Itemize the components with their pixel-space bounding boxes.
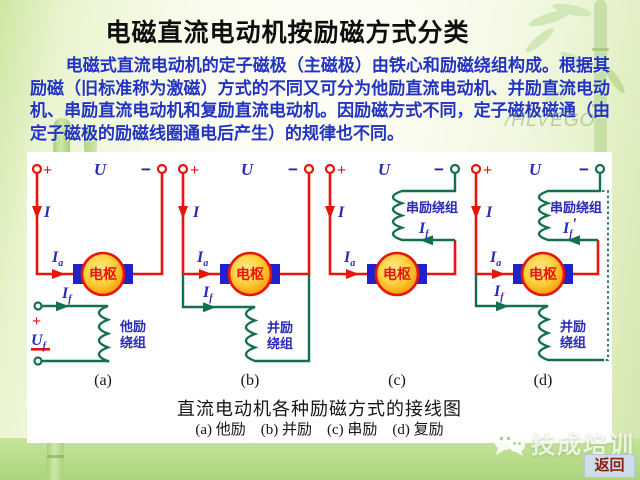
figure-panel: 电枢 + − U I Ia If + Uf 他励 绕组 (a) (27, 152, 612, 443)
armature-label: 电枢 (383, 266, 411, 282)
label-ia: Ia (51, 249, 63, 269)
page-title: 电磁直流电动机按励磁方式分类 (105, 20, 470, 47)
circuit-diagram-d: 电枢 + − U I Ia 串励绕组 If′ If 并励 绕组 (d) (470, 160, 609, 389)
winding-label-line2: 绕组 (267, 336, 293, 351)
label-minus: − (434, 160, 444, 179)
label-minus: − (141, 160, 151, 179)
label-ia: Ia (196, 249, 208, 269)
diagram-tag: (b) (241, 372, 260, 389)
label-u: U (241, 160, 254, 179)
label-u: U (529, 160, 542, 179)
label-ia: Ia (489, 249, 501, 269)
armature: 电枢 (367, 251, 427, 297)
armature: 电枢 (513, 251, 573, 297)
diagram-tag: (a) (94, 372, 112, 389)
watermark: /HLVEGO (505, 110, 596, 131)
winding-label-line1: 他励 (119, 319, 146, 334)
figure-caption: 直流电动机各种励磁方式的接线图 (177, 399, 462, 419)
winding-label-line1: 并励 (267, 320, 293, 335)
circuit-diagram-c: 电枢 + − U I Ia 串励绕组 If (c) (324, 160, 461, 389)
supply-wires (324, 163, 457, 279)
circuit-diagram-b: 电枢 + − U I Ia If 并励 绕组 (b) (177, 160, 315, 389)
intro-paragraph: 电磁式直流电动机的定子磁极（主磁极）由铁心和励磁绕组构成。根据其励磁（旧标准称为… (30, 56, 610, 143)
bamboo-decoration-right (525, 0, 625, 160)
winding-label-line1: 并励 (560, 319, 586, 334)
label-if: If (493, 283, 505, 303)
label-minus: − (288, 160, 298, 179)
winding-label-line2: 绕组 (120, 335, 146, 350)
armature: 电枢 (73, 251, 133, 297)
label-field-plus: + (32, 313, 41, 330)
label-if: If (61, 285, 73, 305)
label-ia: Ia (343, 249, 355, 269)
label-i: I (43, 204, 51, 221)
bottom-green-band (0, 438, 640, 480)
label-if: If (418, 220, 430, 240)
label-minus: − (579, 160, 589, 179)
armature-label: 电枢 (236, 266, 264, 282)
diagram-tag: (c) (388, 372, 406, 389)
bamboo-stub (84, 127, 97, 153)
back-button[interactable]: 返回 (584, 454, 635, 478)
supply-wires (31, 163, 168, 279)
armature: 电枢 (220, 251, 280, 297)
label-u: U (378, 160, 391, 179)
terminal-plus (31, 163, 43, 175)
label-i: I (192, 204, 200, 221)
label-plus: + (337, 162, 346, 179)
label-if-prime: If′ (562, 216, 577, 240)
winding-label-line2: 绕组 (560, 335, 586, 350)
field-circuit (31, 301, 112, 366)
shunt-field-circuit (474, 190, 609, 362)
series-field-circuit (391, 163, 461, 246)
chat-bubbles-icon (494, 429, 525, 456)
label-i: I (337, 204, 345, 221)
label-u: U (94, 160, 107, 179)
figure-subcaption: (a) 他励 (b) 并励 (c) 串励 (d) 复励 (195, 422, 444, 438)
series-winding-label: 串励绕组 (406, 200, 458, 215)
label-plus: + (190, 162, 199, 179)
armature-label: 电枢 (89, 266, 117, 282)
field-circuit (181, 274, 311, 363)
uf-minus-bar (31, 348, 50, 351)
series-field-circuit (537, 163, 606, 246)
terminal-minus (156, 163, 168, 175)
circuit-diagram-a: 电枢 + − U I Ia If + Uf 他励 绕组 (a) (31, 160, 168, 389)
label-uf: Uf (31, 332, 48, 352)
label-i: I (485, 204, 493, 221)
label-if: If (202, 284, 214, 304)
long-shunt-dotted-link (602, 190, 609, 361)
armature-label: 电枢 (529, 266, 557, 282)
series-winding-label: 串励绕组 (550, 200, 602, 215)
label-plus: + (483, 162, 492, 179)
diagram-tag: (d) (534, 372, 553, 389)
label-plus: + (43, 162, 52, 179)
